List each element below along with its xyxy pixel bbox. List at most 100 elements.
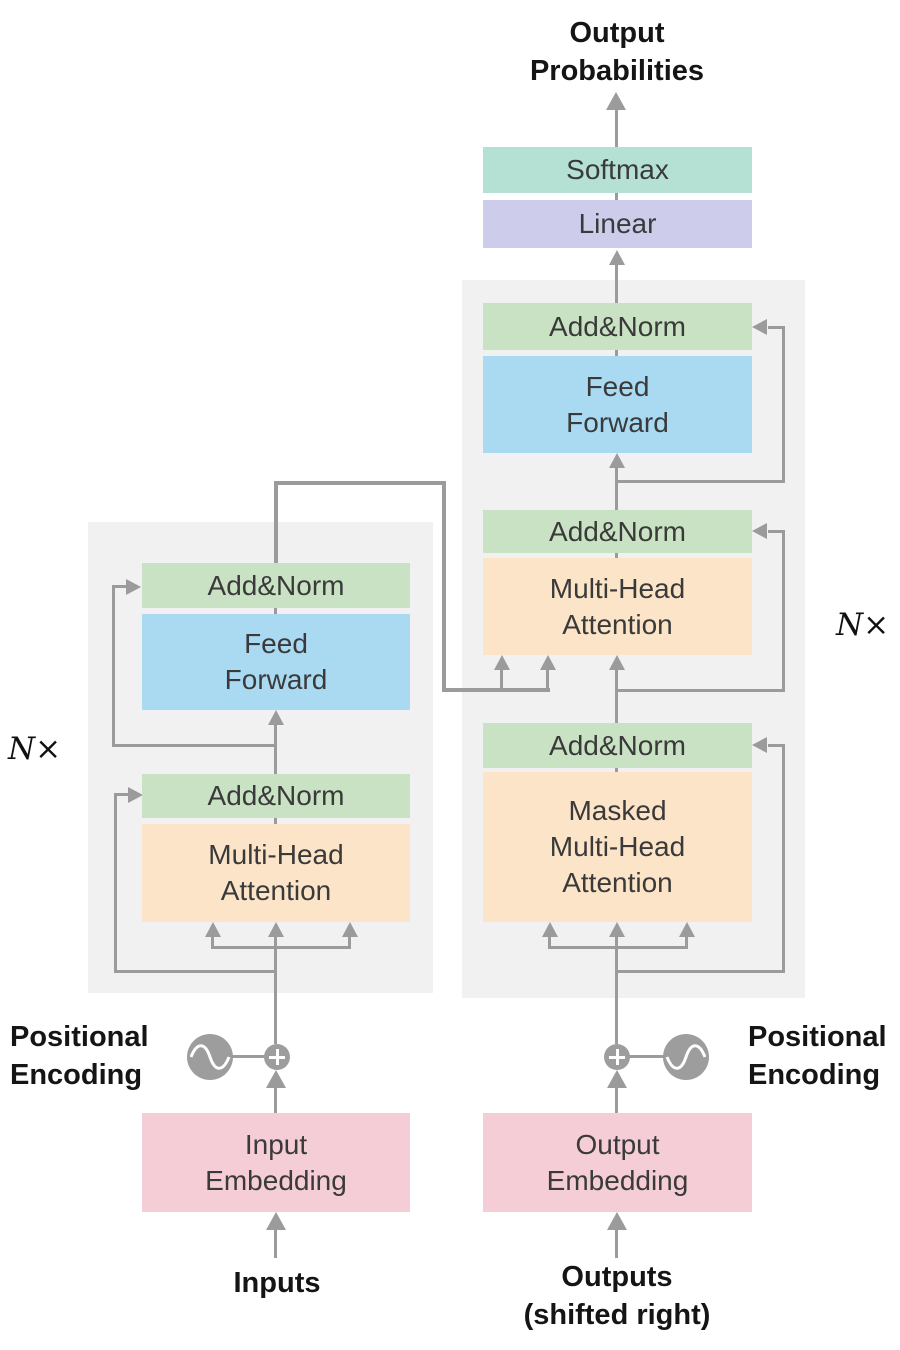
decoder-ff-in-line	[615, 466, 618, 510]
encoder-feed-forward-label: Feed Forward	[224, 628, 328, 695]
output-probabilities-arrowhead-icon	[606, 92, 626, 110]
positional-encoding-right-label: Positional Encoding	[748, 1021, 887, 1091]
decoder-residual2-arrowhead-icon	[752, 523, 767, 539]
encoder-qkv-right-riser	[348, 935, 351, 948]
encoder-addnorm-upper-box: Add&Norm	[142, 563, 410, 608]
inputs-arrow-line	[274, 1226, 277, 1258]
decoder-mha-arrowhead-icon	[609, 655, 625, 670]
decoder-addnorm-middle-label: Add&Norm	[549, 515, 686, 547]
decoder-feed-forward-label: Feed Forward	[566, 370, 669, 438]
decoder-residual2-top-line	[768, 530, 785, 533]
input-embedding-out-line	[274, 1086, 277, 1113]
encoder-mha-label: Multi-Head Attention	[208, 839, 344, 906]
linear-in-line	[615, 263, 618, 303]
masked-qkv-left-riser	[548, 935, 551, 948]
encoder-addnorm-upper-label: Add&Norm	[207, 569, 345, 601]
sine-wave-icon	[187, 1034, 233, 1080]
bridge-kv-left-arrowhead-icon	[494, 655, 510, 670]
encoder-residual2-vertical-line	[112, 585, 115, 747]
masked-mha-addnorm-stub	[615, 766, 618, 774]
decoder-residual3-arrowhead-icon	[752, 319, 767, 335]
encoder-residual2-top-line	[112, 585, 128, 588]
encoder-multi-head-attention-box: Multi-Head Attention	[142, 824, 410, 922]
encoder-residual2-bottom-line	[112, 744, 277, 747]
output-probabilities-label: Output Probabilities	[529, 17, 705, 87]
masked-mha-label: Masked Multi-Head Attention	[549, 795, 686, 898]
decoder-residual2-bottom-line	[615, 689, 785, 692]
encoder-addnorm-lower-label: Add&Norm	[207, 780, 345, 811]
bridge-kv-right-arrowhead-icon	[540, 655, 556, 670]
decoder-addnorm-top-box: Add&Norm	[483, 303, 752, 350]
linear-arrowhead-icon	[609, 250, 625, 265]
encoder-input-line	[274, 934, 277, 1044]
pe-connector-right	[628, 1055, 665, 1058]
decoder-residual2-vertical-line	[782, 530, 785, 691]
linear-softmax-stub	[615, 193, 618, 200]
softmax-out-line	[615, 108, 618, 147]
encoder-ff-in-line	[274, 722, 277, 774]
decoder-ff-arrowhead-icon	[609, 453, 625, 468]
output-embedding-arrowhead-icon	[607, 1070, 627, 1088]
decoder-addnorm-middle-box: Add&Norm	[483, 510, 752, 553]
bridge-bottom-line	[442, 688, 550, 692]
encoder-output-line	[274, 481, 278, 565]
outputs-arrowhead-icon	[607, 1212, 627, 1230]
decoder-mha-addnorm-stub	[615, 553, 618, 558]
masked-mha-center-arrowhead-icon	[609, 922, 625, 937]
encoder-residual2-arrowhead-icon	[126, 579, 141, 595]
sine-wave-icon	[663, 1034, 709, 1080]
input-embedding-label: Input Embedding	[205, 1128, 347, 1196]
decoder-residual1-arrowhead-icon	[752, 737, 767, 753]
decoder-multi-head-attention-box: Multi-Head Attention	[483, 558, 752, 655]
outputs-label: Outputs (shifted right)	[523, 1261, 711, 1331]
softmax-box: Softmax	[483, 147, 752, 193]
encoder-residual1-arrowhead-icon	[128, 787, 143, 803]
encoder-residual1-vertical-line	[114, 793, 117, 973]
masked-qkv-right-riser	[685, 935, 688, 948]
plus-icon	[264, 1044, 290, 1070]
input-embedding-box: Input Embedding	[142, 1113, 410, 1212]
linear-label: Linear	[578, 208, 657, 239]
decoder-ff-addnorm-stub	[615, 350, 618, 356]
encoder-qkv-left-arrowhead-icon	[205, 922, 221, 937]
bridge-top-line	[274, 481, 446, 485]
decoder-addnorm-bottom-label: Add&Norm	[549, 729, 686, 761]
input-embedding-arrowhead-icon	[266, 1070, 286, 1088]
decoder-mha-in-line	[615, 668, 618, 723]
output-embedding-out-line	[615, 1086, 618, 1113]
encoder-residual1-bottom-line	[114, 970, 277, 973]
encoder-mha-center-arrowhead-icon	[268, 922, 284, 937]
decoder-addnorm-bottom-box: Add&Norm	[483, 723, 752, 768]
bridge-kv-right-riser	[546, 668, 549, 690]
plus-icon	[604, 1044, 630, 1070]
output-embedding-label: Output Embedding	[546, 1128, 689, 1196]
decoder-n-times-label: N×	[836, 607, 890, 643]
encoder-qkv-right-arrowhead-icon	[342, 922, 358, 937]
encoder-ff-arrowhead-icon	[268, 710, 284, 725]
masked-multi-head-attention-box: Masked Multi-Head Attention	[483, 772, 752, 922]
masked-qkv-left-arrowhead-icon	[542, 922, 558, 937]
decoder-feed-forward-box: Feed Forward	[483, 356, 752, 453]
encoder-feed-forward-box: Feed Forward	[142, 614, 410, 710]
decoder-addnorm-top-label: Add&Norm	[549, 310, 686, 342]
decoder-residual3-vertical-line	[782, 326, 785, 483]
inputs-arrowhead-icon	[266, 1212, 286, 1230]
encoder-qkv-split-line	[211, 946, 351, 949]
decoder-residual3-top-line	[768, 326, 785, 329]
linear-box: Linear	[483, 200, 752, 248]
encoder-n-times-label: N×	[8, 731, 62, 767]
pe-connector-left	[231, 1055, 266, 1058]
decoder-residual1-bottom-line	[615, 970, 785, 973]
softmax-label: Softmax	[566, 154, 669, 185]
encoder-qkv-left-riser	[211, 935, 214, 948]
bridge-kv-left-riser	[500, 668, 503, 690]
inputs-label: Inputs	[233, 1267, 321, 1299]
encoder-ff-addnorm-stub	[274, 608, 277, 614]
masked-qkv-split-line	[548, 946, 688, 949]
encoder-mha-addnorm-stub	[274, 818, 277, 824]
decoder-residual1-top-line	[768, 744, 785, 747]
output-embedding-box: Output Embedding	[483, 1113, 752, 1212]
decoder-residual1-vertical-line	[782, 744, 785, 973]
encoder-addnorm-lower-box: Add&Norm	[142, 774, 410, 818]
